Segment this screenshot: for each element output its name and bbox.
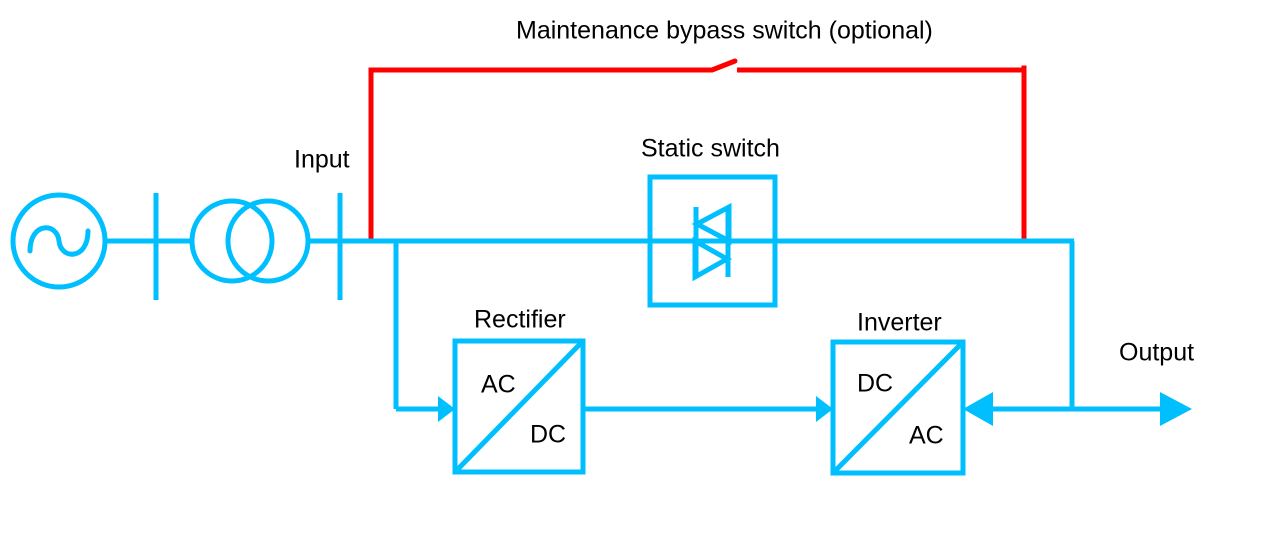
rectifier-output-label: DC bbox=[530, 421, 566, 449]
arrowhead-output-to-inverter bbox=[963, 392, 993, 426]
rectifier-label: Rectifier bbox=[474, 306, 566, 334]
static-switch-box[interactable] bbox=[647, 174, 778, 308]
output-bus bbox=[963, 241, 1192, 426]
arrowhead-into-inverter bbox=[816, 396, 833, 422]
rectifier-block[interactable]: AC DC bbox=[452, 338, 586, 475]
ac-source-symbol bbox=[10, 192, 108, 290]
maintenance-bypass-path[interactable] bbox=[368, 58, 1027, 244]
transformer-winding-primary bbox=[189, 198, 275, 284]
inverter-input-label: DC bbox=[857, 370, 893, 398]
arrowhead-output-to-load bbox=[1160, 392, 1192, 426]
arrowhead-into-rectifier bbox=[438, 396, 455, 422]
inverter-output-label: AC bbox=[909, 422, 944, 450]
rectifier-input-label: AC bbox=[481, 371, 516, 399]
rectifier-input-branch bbox=[393, 241, 455, 422]
dc-link bbox=[583, 396, 833, 422]
thyristor-lower-triangle-icon bbox=[692, 236, 733, 282]
rectifier-diagonal-divider bbox=[455, 341, 583, 472]
bypass-switch-blade[interactable] bbox=[709, 58, 738, 73]
inverter-box[interactable] bbox=[830, 339, 966, 476]
transformer-symbol bbox=[189, 198, 311, 284]
ac-source-sine-icon bbox=[27, 225, 91, 257]
inverter-diagonal-divider bbox=[833, 342, 963, 473]
inverter-label: Inverter bbox=[857, 309, 942, 337]
output-label: Output bbox=[1119, 339, 1194, 367]
static-switch-label: Static switch bbox=[641, 135, 780, 163]
thyristor-upper-triangle-icon bbox=[691, 202, 732, 246]
input-label: Input bbox=[294, 146, 350, 174]
input-feed-lines bbox=[105, 193, 396, 300]
bypass-title-label: Maintenance bypass switch (optional) bbox=[516, 17, 933, 45]
static-switch-block[interactable] bbox=[647, 174, 778, 308]
inverter-block[interactable]: DC AC bbox=[830, 339, 966, 476]
transformer-winding-secondary bbox=[225, 198, 311, 284]
